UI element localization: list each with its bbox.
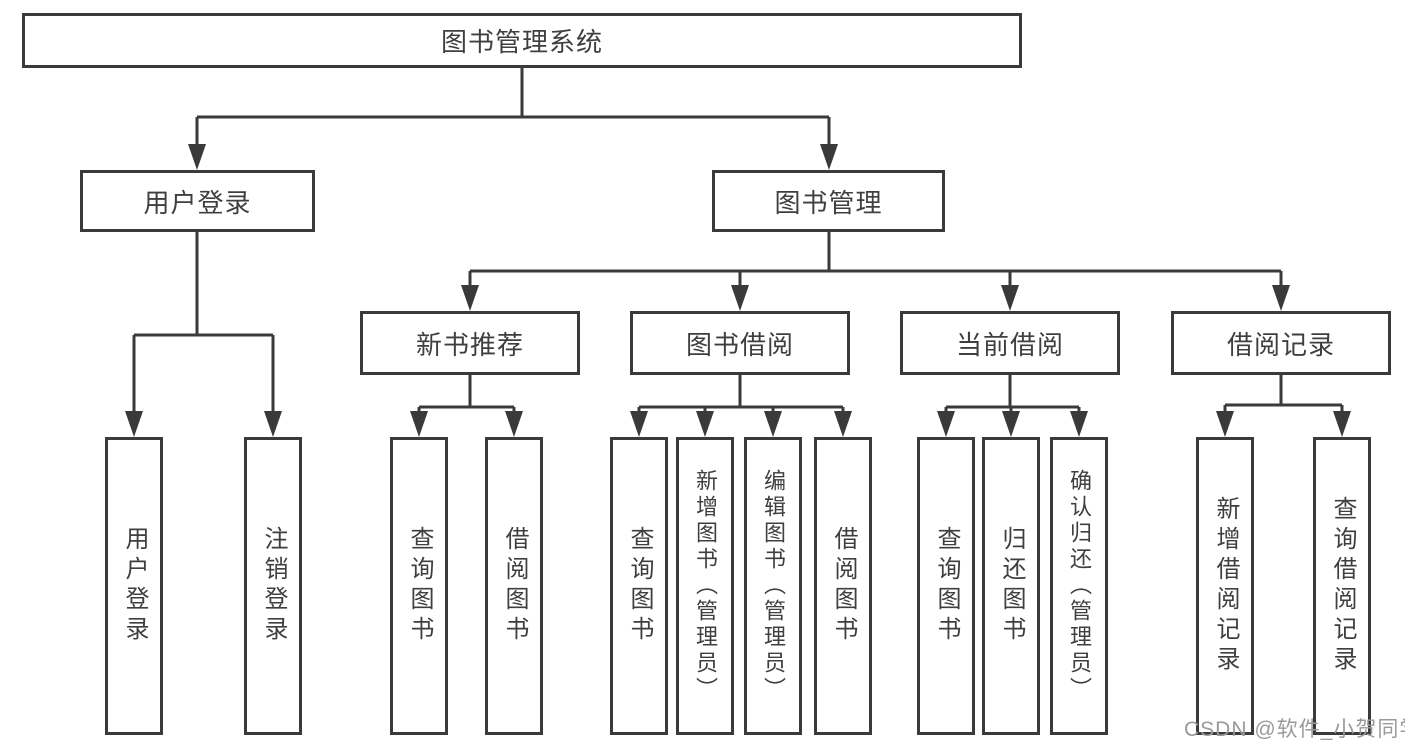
leaf-edit-book-admin: 编辑图书（管理员） (744, 437, 802, 735)
node-label: 新增借阅记录 (1212, 496, 1239, 676)
node-book-management: 图书管理 (712, 170, 945, 232)
leaf-query-borrow-record: 查询借阅记录 (1313, 437, 1371, 735)
node-label: 新增图书（管理员） (693, 469, 718, 703)
node-label: 新书推荐 (415, 329, 524, 360)
node-label: 当前借阅 (955, 329, 1064, 360)
node-root: 图书管理系统 (22, 13, 1022, 68)
node-label: 查询图书 (406, 526, 433, 646)
node-book-borrow: 图书借阅 (630, 311, 850, 375)
node-current-borrow: 当前借阅 (900, 311, 1120, 375)
node-label: 借阅图书 (501, 526, 528, 646)
node-label: 用户登录 (121, 526, 148, 646)
node-label: 查询图书 (626, 526, 653, 646)
node-label: 编辑图书（管理员） (761, 469, 786, 703)
node-label: 归还图书 (998, 526, 1025, 646)
node-label: 用户登录 (143, 187, 252, 218)
leaf-return-books: 归还图书 (982, 437, 1040, 735)
leaf-query-books-recommend: 查询图书 (390, 437, 448, 735)
leaf-user-login: 用户登录 (105, 437, 163, 735)
node-user-login: 用户登录 (80, 170, 315, 232)
node-label: 图书借阅 (685, 329, 794, 360)
node-label: 图书管理系统 (440, 27, 603, 57)
leaf-add-borrow-record: 新增借阅记录 (1196, 437, 1254, 735)
node-label: 确认归还（管理员） (1067, 469, 1092, 703)
leaf-borrow-books: 借阅图书 (814, 437, 872, 735)
node-label: 借阅记录 (1226, 329, 1335, 360)
node-label: 查询借阅记录 (1329, 496, 1356, 676)
node-label: 借阅图书 (830, 526, 857, 646)
node-label: 注销登录 (260, 526, 287, 646)
node-new-book-recommend: 新书推荐 (360, 311, 580, 375)
leaf-query-books-current: 查询图书 (917, 437, 975, 735)
leaf-query-books-borrow: 查询图书 (610, 437, 668, 735)
node-borrow-records: 借阅记录 (1171, 311, 1391, 375)
leaf-logout: 注销登录 (244, 437, 302, 735)
node-label: 图书管理 (774, 187, 883, 218)
csdn-watermark: CSDN @软件_小贺同学 (1184, 718, 1405, 741)
leaf-confirm-return-admin: 确认归还（管理员） (1050, 437, 1108, 735)
leaf-borrow-books-recommend: 借阅图书 (485, 437, 543, 735)
leaf-add-book-admin: 新增图书（管理员） (676, 437, 734, 735)
node-label: 查询图书 (933, 526, 960, 646)
